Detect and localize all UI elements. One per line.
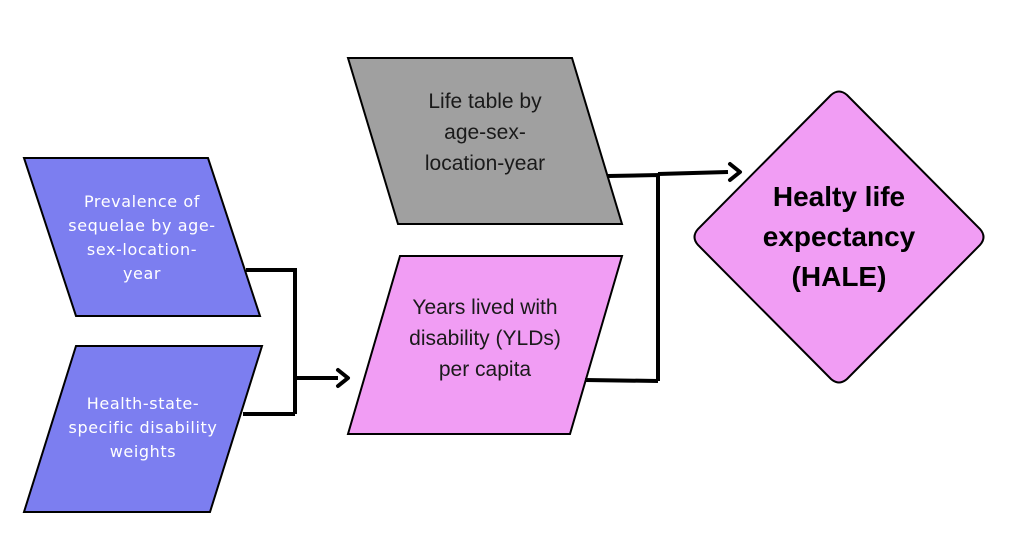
disability-weights-label: Health-state- specific disability weight…: [68, 394, 218, 461]
yld-parallelogram: [346, 255, 624, 435]
prevalence-label: Prevalence of sequelae by age- sex-locat…: [68, 192, 216, 283]
connector-prevalence: [246, 268, 297, 414]
connector-life-table: [607, 172, 660, 381]
life-table-label: Life table by age-sex- location-year: [424, 89, 546, 175]
hale-label: Healty life expectancy (HALE): [762, 181, 916, 292]
connector-to-hale: [657, 170, 729, 176]
life-table-parallelogram: [346, 57, 624, 225]
arrowhead-to-yld: [336, 368, 350, 388]
arrowhead-to-hale: [728, 162, 742, 182]
hale-diamond: [693, 90, 985, 384]
connector-yld: [584, 378, 659, 383]
disability-weights-parallelogram: [22, 345, 264, 513]
yld-label: Years lived with disability (YLDs) per c…: [409, 295, 561, 381]
prevalence-parallelogram: [22, 157, 262, 317]
